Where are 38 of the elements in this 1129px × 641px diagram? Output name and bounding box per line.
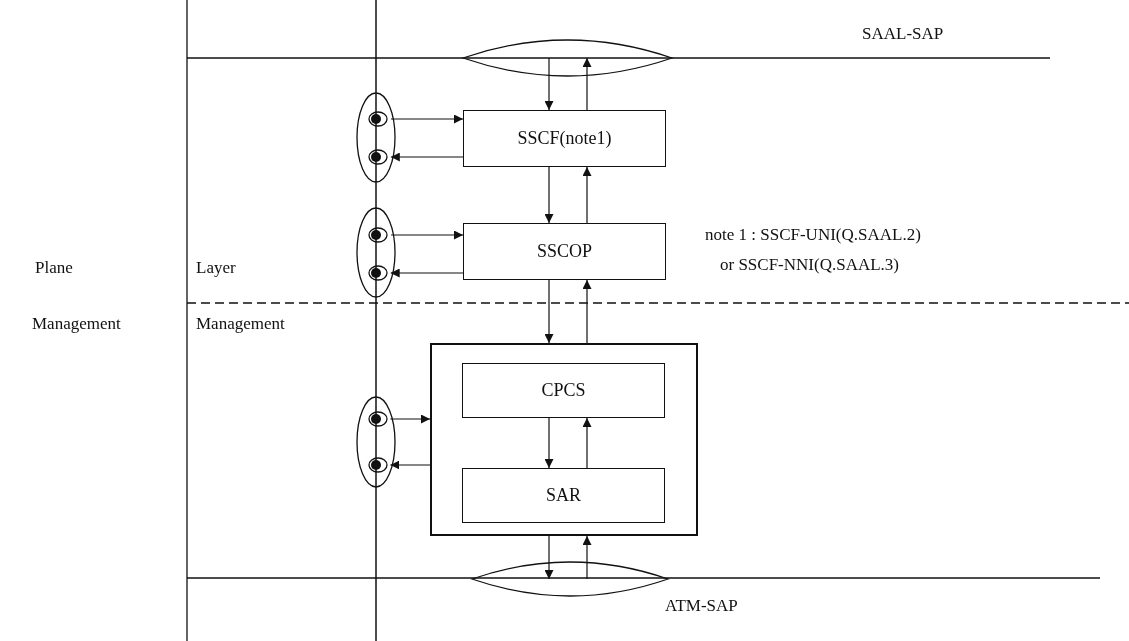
sap-label: SAAL-SAP	[862, 25, 944, 42]
arrow	[544, 57, 554, 111]
sap-ellipse	[356, 207, 396, 298]
box-label: SSCF(note1)	[517, 128, 612, 149]
process-box	[462, 468, 665, 523]
arrow	[390, 230, 464, 240]
sap-lens	[463, 40, 672, 76]
arrow	[544, 535, 554, 580]
arrow	[544, 417, 554, 469]
arrow	[389, 414, 431, 424]
arrow	[582, 166, 592, 224]
box-label: CPCS	[541, 380, 586, 401]
process-box	[463, 223, 666, 280]
note-text: or SSCF-NNI(Q.SAAL.3)	[720, 256, 899, 273]
arrow	[582, 535, 592, 580]
arrow	[390, 114, 464, 124]
box-label: SAR	[546, 485, 581, 506]
sap-ellipse	[356, 92, 396, 183]
process-box	[463, 110, 666, 167]
arrow	[582, 57, 592, 111]
layer-box	[430, 343, 698, 536]
arrow	[389, 460, 431, 470]
plane-label: Layer	[196, 259, 236, 276]
arrow	[544, 279, 554, 344]
sap-label: ATM-SAP	[665, 597, 738, 614]
plane-label: Management	[32, 315, 121, 332]
sap-lens	[472, 562, 668, 596]
box-label: SSCOP	[536, 241, 592, 262]
arrow	[582, 279, 592, 344]
sap-ellipse	[356, 396, 396, 488]
arrow	[544, 166, 554, 224]
note-text: note 1 : SSCF-UNI(Q.SAAL.2)	[705, 226, 921, 243]
process-box	[462, 363, 665, 418]
arrow	[582, 417, 592, 469]
arrow	[390, 268, 464, 278]
plane-label: Management	[196, 315, 285, 332]
plane-label: Plane	[35, 259, 73, 276]
arrow	[390, 152, 464, 162]
